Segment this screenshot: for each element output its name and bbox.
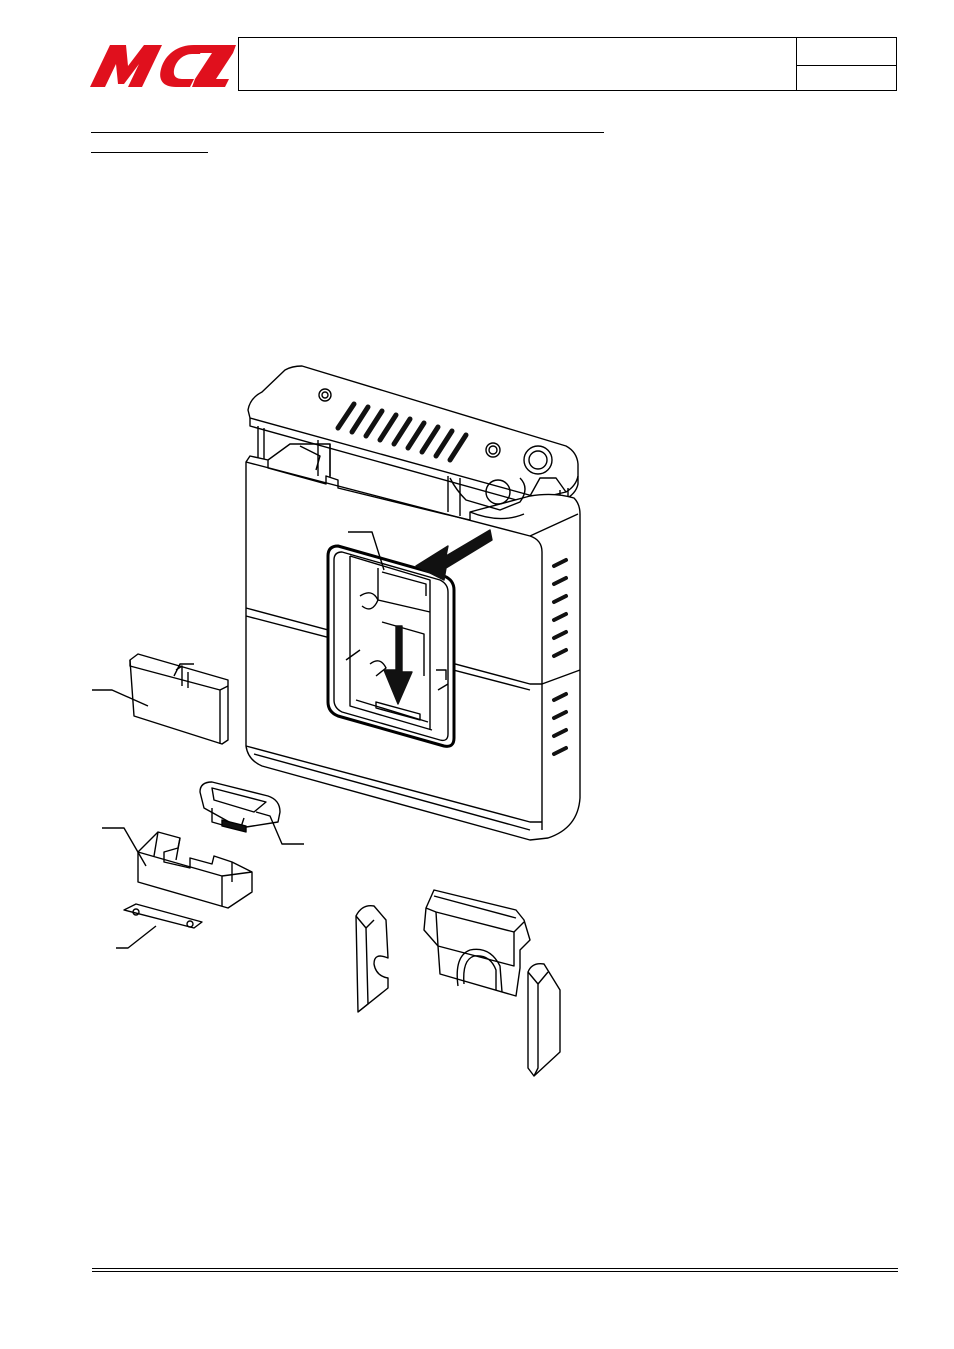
page-number-cell <box>797 66 896 90</box>
bracket-plate-icon <box>116 903 203 949</box>
right-refractory-panel-icon <box>527 962 561 1077</box>
header-divider <box>796 38 798 90</box>
ash-drawer-icon <box>92 653 229 745</box>
burn-pot-holder-icon <box>102 827 253 909</box>
top-cover-icon <box>247 365 579 516</box>
back-refractory-panel-icon <box>423 889 531 997</box>
header-box <box>238 37 897 91</box>
mcz-logo <box>90 45 236 87</box>
stove-body-icon <box>245 443 581 841</box>
heading-rule-short <box>91 152 208 154</box>
burn-pot-icon <box>199 781 304 845</box>
footer-rule-top <box>92 1268 898 1269</box>
header-title <box>239 38 796 90</box>
page-code-cell <box>797 38 896 66</box>
footer-rule-bottom <box>92 1271 898 1272</box>
left-refractory-panel-icon <box>355 905 389 1013</box>
heading-rule-long <box>91 132 604 134</box>
exploded-stove-assembly-icon <box>92 365 581 1077</box>
